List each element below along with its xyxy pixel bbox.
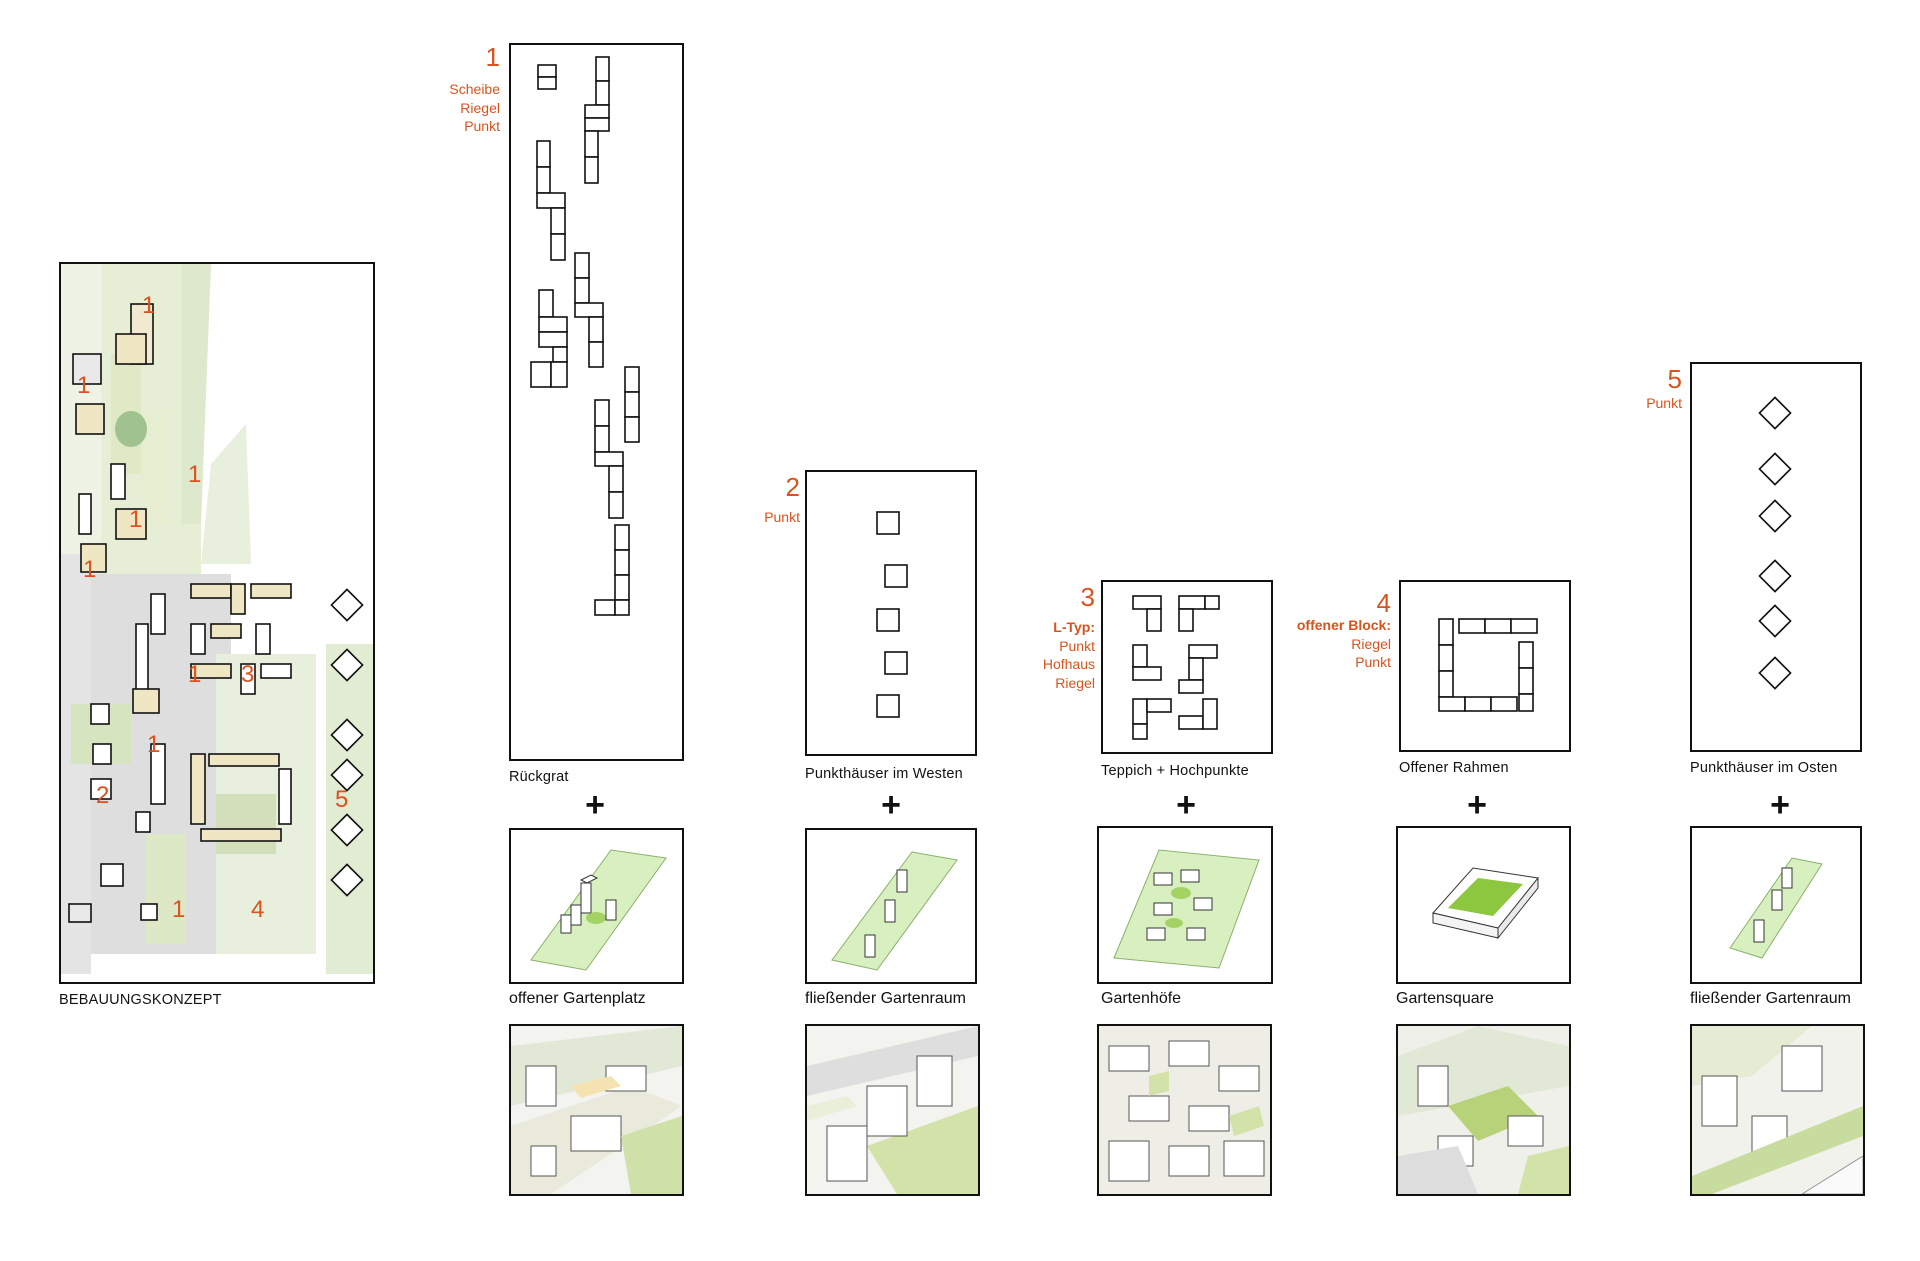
overview-title: BEBAUUNGSKONZEPT (59, 992, 222, 1008)
garden-caption: Gartenhöfe (1101, 990, 1182, 1007)
west-point-blocks (876, 511, 908, 718)
diagram-carpet (1101, 580, 1273, 754)
plus-sign: + (1770, 786, 1790, 824)
type-item: Riegel (1055, 674, 1095, 691)
type-list: Punkt (720, 508, 800, 527)
diagram-backbone (509, 43, 684, 761)
diagram-open-frame (1399, 580, 1571, 752)
garden-caption: fließender Gartenraum (1690, 990, 1851, 1007)
diagram-east-points (1690, 362, 1862, 752)
type-list: L-Typ: Punkt Hofhaus Riegel (1005, 618, 1095, 692)
concept-caption: Rückgrat (509, 769, 569, 785)
type-list: offener Block: Riegel Punkt (1280, 616, 1391, 672)
garden-iso-1 (530, 849, 667, 971)
plus-sign: + (1176, 786, 1196, 824)
garden-iso-4 (1432, 867, 1539, 940)
garden-diagram-3 (1097, 826, 1273, 984)
type-list: Punkt (1602, 394, 1682, 413)
concept-caption: Teppich + Hochpunkte (1101, 763, 1249, 779)
east-point-blocks (1758, 396, 1792, 690)
type-item: Punkt (464, 118, 500, 134)
type-item: Riegel (1351, 635, 1391, 652)
diagram-west-points (805, 470, 977, 756)
axonometric-drawing-5 (1692, 1026, 1863, 1194)
type-item: Hofhaus (1042, 656, 1095, 672)
overview-zone-label: 1 (129, 506, 143, 533)
plus-sign: + (1467, 786, 1487, 824)
axonometric-drawing-2 (807, 1026, 978, 1194)
garden-caption: Gartensquare (1396, 990, 1494, 1007)
type-item-bold: L-Typ: (1053, 619, 1095, 635)
garden-iso-3 (1113, 849, 1260, 969)
garden-iso-5 (1729, 857, 1823, 959)
overview-zone-label: 2 (96, 782, 110, 809)
garden-caption: fließender Gartenraum (805, 990, 966, 1007)
type-item-bold: offener Block: (1296, 617, 1391, 633)
overview-zone-label: 1 (172, 896, 186, 923)
overview-zone-label: 1 (188, 661, 202, 688)
axonometric-view-3 (1097, 1024, 1272, 1196)
type-item: Punkt (1355, 654, 1391, 670)
open-frame-blocks (1438, 618, 1538, 712)
type-number: 3 (1080, 582, 1095, 612)
axonometric-view-1 (509, 1024, 684, 1196)
type-item: Riegel (460, 99, 500, 116)
axonometric-drawing-4 (1398, 1026, 1569, 1194)
axonometric-view-4 (1396, 1024, 1571, 1196)
plus-sign: + (585, 786, 605, 824)
overview-zone-label: 1 (142, 292, 156, 319)
carpet-blocks (1132, 595, 1220, 740)
axonometric-drawing-1 (511, 1026, 682, 1194)
garden-diagram-1 (509, 828, 684, 984)
garden-caption: offener Gartenplatz (509, 990, 646, 1007)
concept-caption: Punkthäuser im Osten (1690, 760, 1838, 776)
axonometric-view-5 (1690, 1024, 1865, 1196)
overview-zone-label: 3 (241, 661, 255, 688)
garden-iso-2 (831, 851, 958, 971)
type-number: 5 (1667, 364, 1682, 394)
overview-zone-label: 1 (147, 731, 161, 758)
type-item: Punkt (1646, 395, 1682, 411)
overview-zone-label: 5 (335, 786, 349, 813)
overview-zone-label: 1 (188, 461, 202, 488)
type-item: Scheibe (449, 81, 500, 97)
overview-zone-label: 1 (83, 556, 97, 583)
concept-caption: Punkthäuser im Westen (805, 766, 963, 782)
axonometric-view-2 (805, 1024, 980, 1196)
garden-diagram-5 (1690, 826, 1862, 984)
backbone-blocks (530, 56, 640, 616)
axonometric-drawing-3 (1099, 1026, 1270, 1194)
overview-zone-label: 4 (251, 896, 265, 923)
type-list: Scheibe Riegel Punkt (420, 80, 500, 136)
type-number: 2 (785, 472, 800, 502)
type-number: 4 (1376, 588, 1391, 618)
concept-caption: Offener Rahmen (1399, 760, 1509, 776)
garden-diagram-4 (1396, 826, 1571, 984)
overview-plan: 1 1 1 1 1 1 1 1 2 3 4 5 (59, 262, 375, 984)
garden-diagram-2 (805, 828, 977, 984)
type-item: Punkt (764, 509, 800, 525)
type-item: Punkt (1059, 637, 1095, 654)
plus-sign: + (881, 786, 901, 824)
overview-zone-label: 1 (77, 372, 91, 399)
type-number: 1 (485, 42, 500, 72)
overview-plan-drawing (61, 264, 373, 982)
